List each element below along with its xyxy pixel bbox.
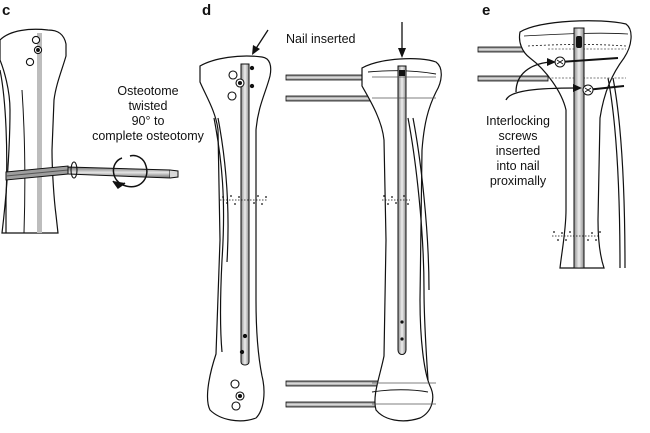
caption-line: into nail xyxy=(496,159,540,173)
panel-d-left-osteotomy-site xyxy=(220,195,268,205)
panel-label-c: c xyxy=(2,2,11,19)
caption-line: twisted xyxy=(128,99,168,113)
caption-line: complete osteotomy xyxy=(92,129,204,143)
panel-e-nail xyxy=(573,27,585,269)
caption-line: proximally xyxy=(489,174,547,188)
panel-d-right-nail xyxy=(397,65,407,355)
panel-e-osteotomy-site xyxy=(552,231,601,241)
panel-d-left-tibia xyxy=(199,55,272,422)
nail-inserted-caption: Nail inserted xyxy=(286,32,356,46)
panel-c-tibia xyxy=(0,28,67,234)
small-rotation-icon xyxy=(70,161,78,179)
panel-d-right-osteotomy-site xyxy=(382,195,410,205)
osteotome-instrument xyxy=(67,166,179,179)
rotation-arrow-icon xyxy=(112,154,148,190)
panel-d-left-screw-holes xyxy=(227,65,255,411)
osteotome-caption: Osteotome twisted 90° to complete osteot… xyxy=(78,84,218,144)
interlocking-screws-caption: Interlocking screws inserted into nail p… xyxy=(468,114,568,189)
panel-c-proximal-holes xyxy=(25,35,43,67)
panel-e-interlocking-screws xyxy=(554,56,625,96)
panel-c-nail-track xyxy=(37,33,42,233)
caption-line: Interlocking xyxy=(486,114,550,128)
panel-e-pointer-arrows xyxy=(505,61,577,101)
panel-label-e: e xyxy=(482,2,491,19)
panel-d-left-nail xyxy=(240,63,250,366)
panel-d-right-screw-holes xyxy=(400,320,404,341)
caption-line: 90° to xyxy=(131,114,165,128)
caption-line: Osteotome xyxy=(117,84,179,98)
caption-line: screws xyxy=(498,129,538,143)
panel-label-d: d xyxy=(202,2,212,19)
panel-d-arrow-left xyxy=(254,29,269,51)
caption-line: inserted xyxy=(495,144,541,158)
